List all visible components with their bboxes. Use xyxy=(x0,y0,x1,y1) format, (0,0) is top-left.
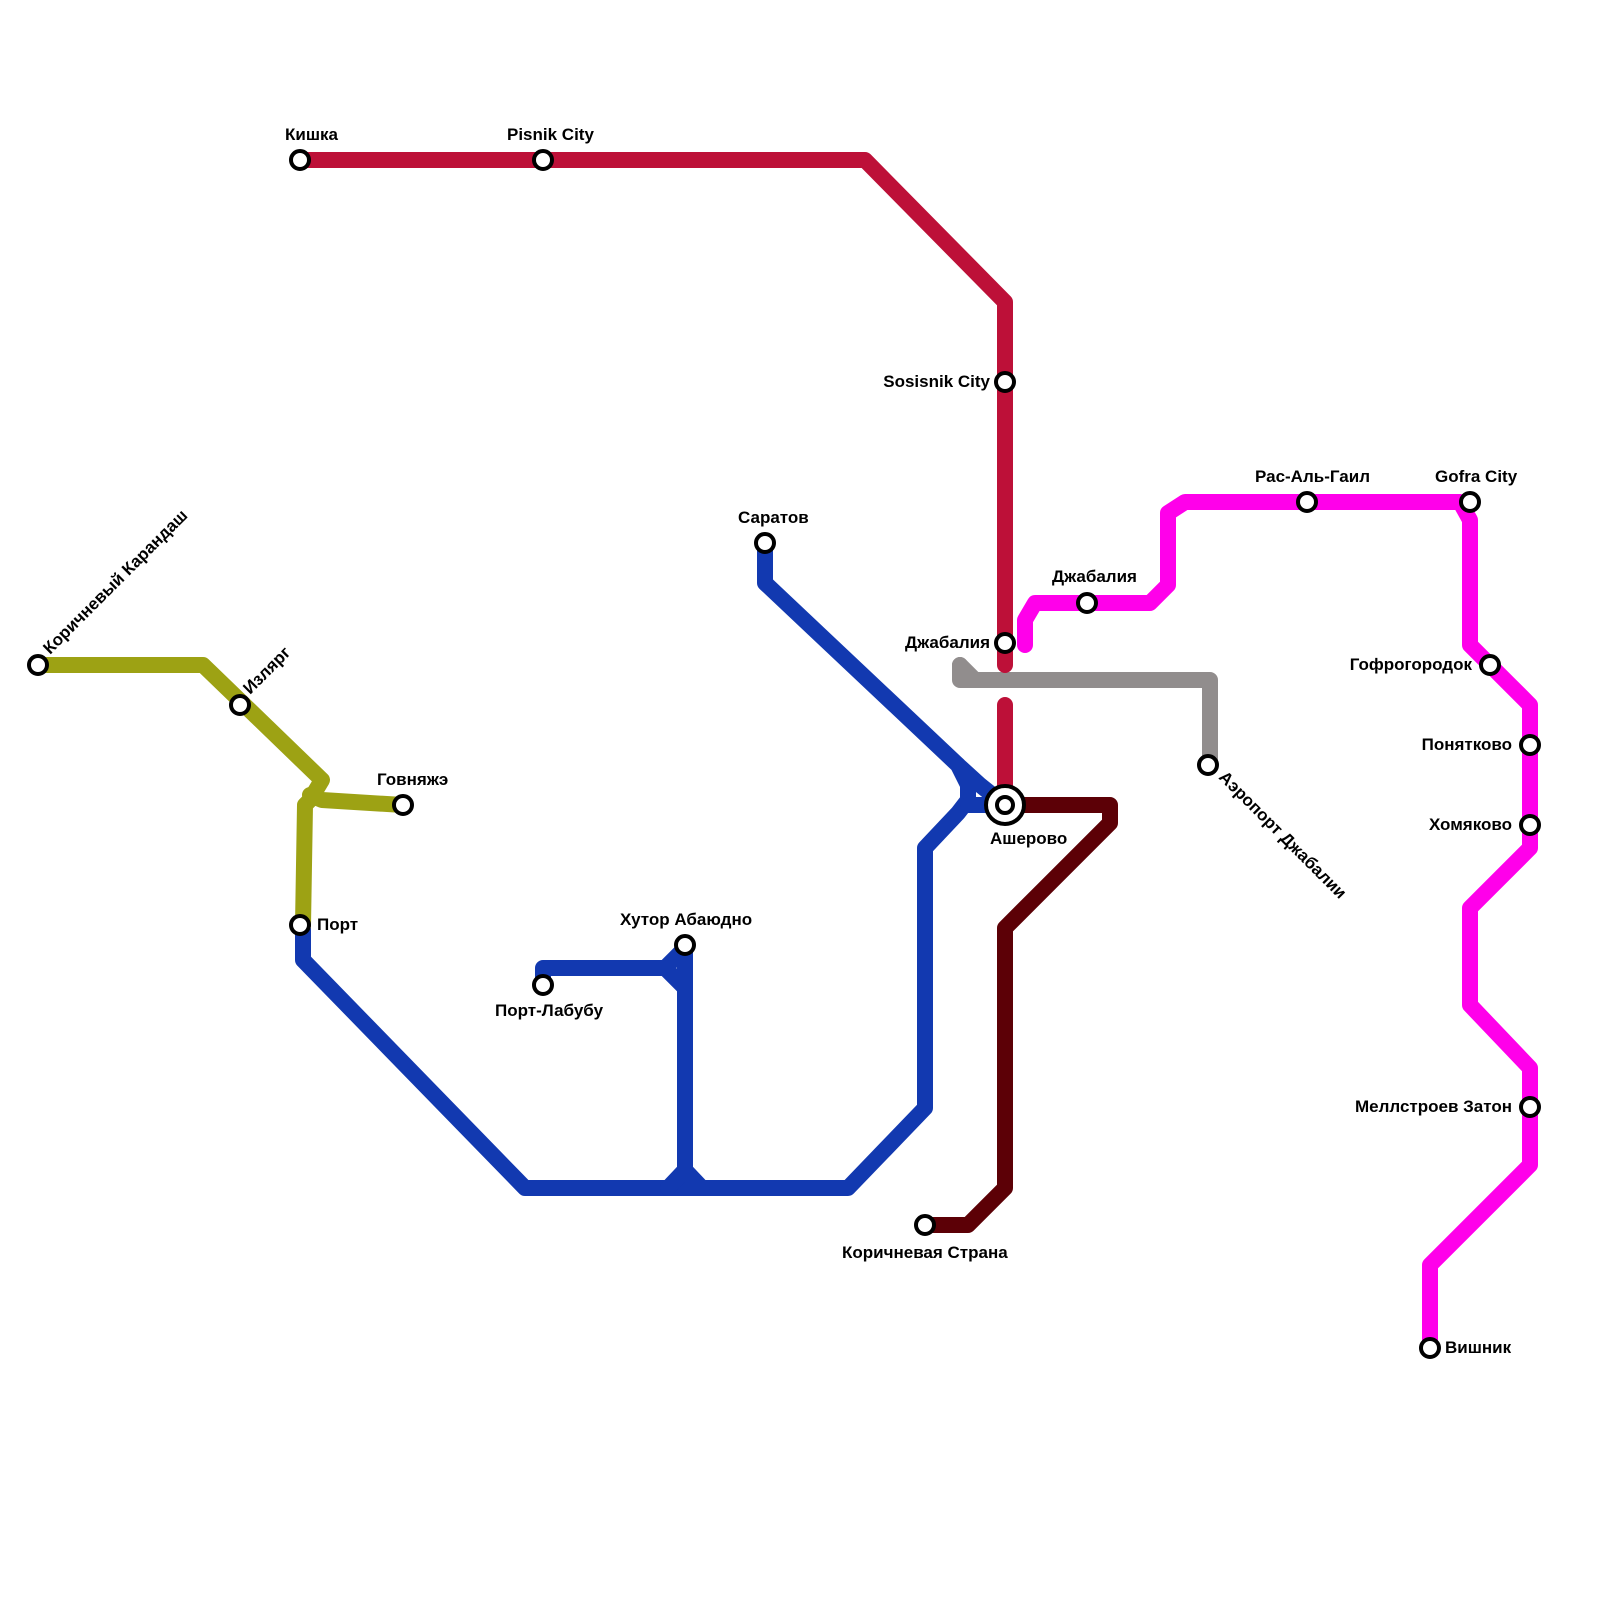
label-korichnevaya-strana: Коричневая Страна xyxy=(842,1243,1008,1262)
gray-line-spur xyxy=(952,657,983,688)
station-dzhabaliya-red[interactable] xyxy=(994,632,1016,654)
label-port-labubu: Порт-Лабубу xyxy=(495,1001,604,1020)
red-line xyxy=(292,152,1013,673)
label-ras-al-gail: Рас-Аль-Гаил xyxy=(1255,467,1370,486)
magenta-line xyxy=(1017,494,1538,1353)
olive-line-branch xyxy=(302,787,411,813)
station-ras-al-gail[interactable] xyxy=(1296,491,1318,513)
label-khutor: Хутор Абаюдно xyxy=(620,910,752,929)
blue-line-main xyxy=(295,535,976,1196)
label-kishka: Кишка xyxy=(285,125,339,144)
station-gofra-city[interactable] xyxy=(1459,491,1481,513)
label-pisnik-city: Pisnik City xyxy=(507,125,594,144)
label-korichnevyi: Коричневый Карандаш xyxy=(39,506,191,658)
label-asherovo: Ашерово xyxy=(990,829,1067,848)
station-gofrogorodok[interactable] xyxy=(1479,654,1501,676)
station-asherovo-inner xyxy=(995,795,1015,815)
station-govnyazhe[interactable] xyxy=(392,794,414,816)
label-saratov: Саратов xyxy=(738,508,809,527)
station-izlyarg[interactable] xyxy=(229,694,251,716)
brown-line xyxy=(917,797,1118,1233)
blue-line-branch-spur xyxy=(657,960,710,1196)
station-korichnevaya-strana[interactable] xyxy=(914,1214,936,1236)
blue-line-branch xyxy=(535,940,693,1196)
station-khutor[interactable] xyxy=(674,934,696,956)
station-pisnik-city[interactable] xyxy=(532,149,554,171)
label-port: Порт xyxy=(317,915,358,934)
label-sosisnik-city: Sosisnik City xyxy=(883,372,990,391)
station-mellstroev[interactable] xyxy=(1519,1096,1541,1118)
station-ponyatkovo[interactable] xyxy=(1519,734,1541,756)
station-port[interactable] xyxy=(289,914,311,936)
label-mellstroev: Меллстроев Затон xyxy=(1355,1097,1512,1116)
station-aeroport[interactable] xyxy=(1197,754,1219,776)
station-khomyakovo[interactable] xyxy=(1519,814,1541,836)
label-khomyakovo: Хомяково xyxy=(1429,815,1512,834)
station-port-labubu[interactable] xyxy=(532,974,554,996)
label-vishnik: Вишник xyxy=(1445,1338,1512,1357)
station-korichnevyi[interactable] xyxy=(27,654,49,676)
label-govnyazhe: Говняжэ xyxy=(377,770,448,789)
station-kishka[interactable] xyxy=(289,149,311,171)
label-gofra-city: Gofra City xyxy=(1435,467,1518,486)
olive-line xyxy=(30,657,330,933)
station-dzhabaliya-pink[interactable] xyxy=(1076,592,1098,614)
label-dzhabaliya-red: Джабалия xyxy=(905,633,990,652)
station-vishnik[interactable] xyxy=(1419,1337,1441,1359)
label-dzhabaliya-pink: Джабалия xyxy=(1052,567,1137,586)
station-saratov[interactable] xyxy=(754,532,776,554)
label-gofrogorodok: Гофрогородок xyxy=(1350,655,1473,674)
station-sosisnik-city[interactable] xyxy=(994,371,1016,393)
label-ponyatkovo: Понятково xyxy=(1422,735,1512,754)
label-aeroport: Аэропорт Джабалии xyxy=(1215,767,1350,902)
label-izlyarg: Изляpг xyxy=(239,643,294,698)
